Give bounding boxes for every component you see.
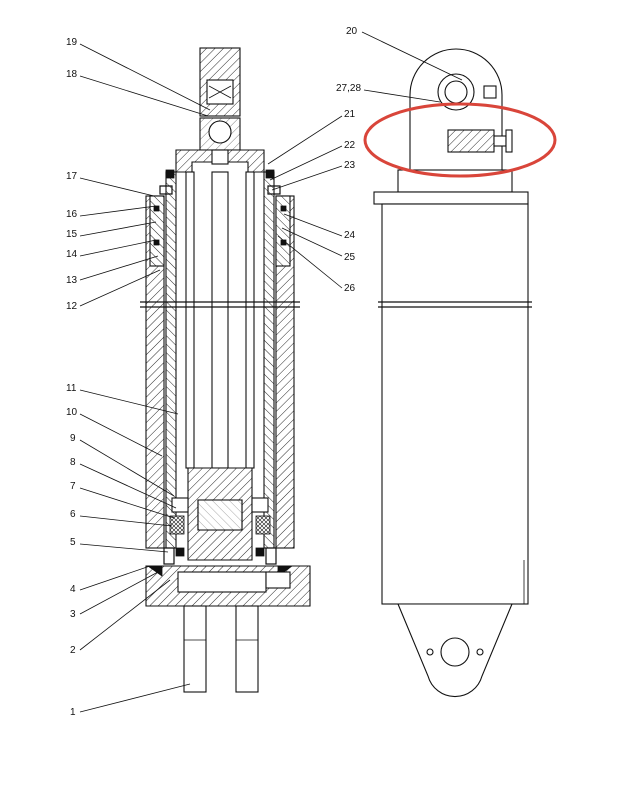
- callout-23: 23: [344, 160, 356, 171]
- callout-24: 24: [344, 230, 356, 241]
- section-view: [140, 47, 311, 693]
- callout-15: 15: [66, 229, 78, 240]
- piston-rod-right: [245, 171, 255, 469]
- callout-12: 12: [66, 301, 78, 312]
- callout-27-28: 27,28: [336, 83, 361, 94]
- callout-labels: 19 18 17 16 15 14 13 12 11 10 9 8 7 6 5 …: [66, 26, 361, 718]
- external-view: [373, 48, 532, 698]
- callout-17: 17: [66, 171, 78, 182]
- highlight-ellipse: [363, 102, 557, 178]
- callout-10: 10: [66, 407, 78, 418]
- inner-tube-left: [165, 171, 177, 549]
- callout-25: 25: [344, 252, 356, 263]
- leg-left: [183, 605, 207, 693]
- rod-bore: [211, 171, 229, 469]
- callout-18: 18: [66, 69, 78, 80]
- callout-11: 11: [66, 383, 77, 394]
- grease-fitting: [447, 129, 495, 153]
- callout-7: 7: [70, 481, 76, 492]
- inner-tube-right: [263, 171, 275, 549]
- cylinder-body: [381, 203, 529, 605]
- callout-20: 20: [346, 26, 358, 37]
- callout-6: 6: [70, 509, 76, 520]
- piston-seal-right: [255, 515, 271, 535]
- callout-21: 21: [344, 109, 356, 120]
- callout-13: 13: [66, 275, 78, 286]
- callout-14: 14: [66, 249, 78, 260]
- callout-26: 26: [344, 283, 356, 294]
- piston-seal-left: [169, 515, 185, 535]
- piston-rod-left: [185, 171, 195, 469]
- callout-2: 2: [70, 645, 76, 656]
- leg-right: [235, 605, 259, 693]
- leader-lines: [79, 31, 463, 713]
- callout-8: 8: [70, 457, 76, 468]
- callout-5: 5: [70, 537, 76, 548]
- callout-4: 4: [70, 584, 76, 595]
- callout-19: 19: [66, 37, 78, 48]
- callout-16: 16: [66, 209, 78, 220]
- callout-1: 1: [70, 707, 76, 718]
- callout-3: 3: [70, 609, 76, 620]
- callout-9: 9: [70, 433, 76, 444]
- callout-22: 22: [344, 140, 356, 151]
